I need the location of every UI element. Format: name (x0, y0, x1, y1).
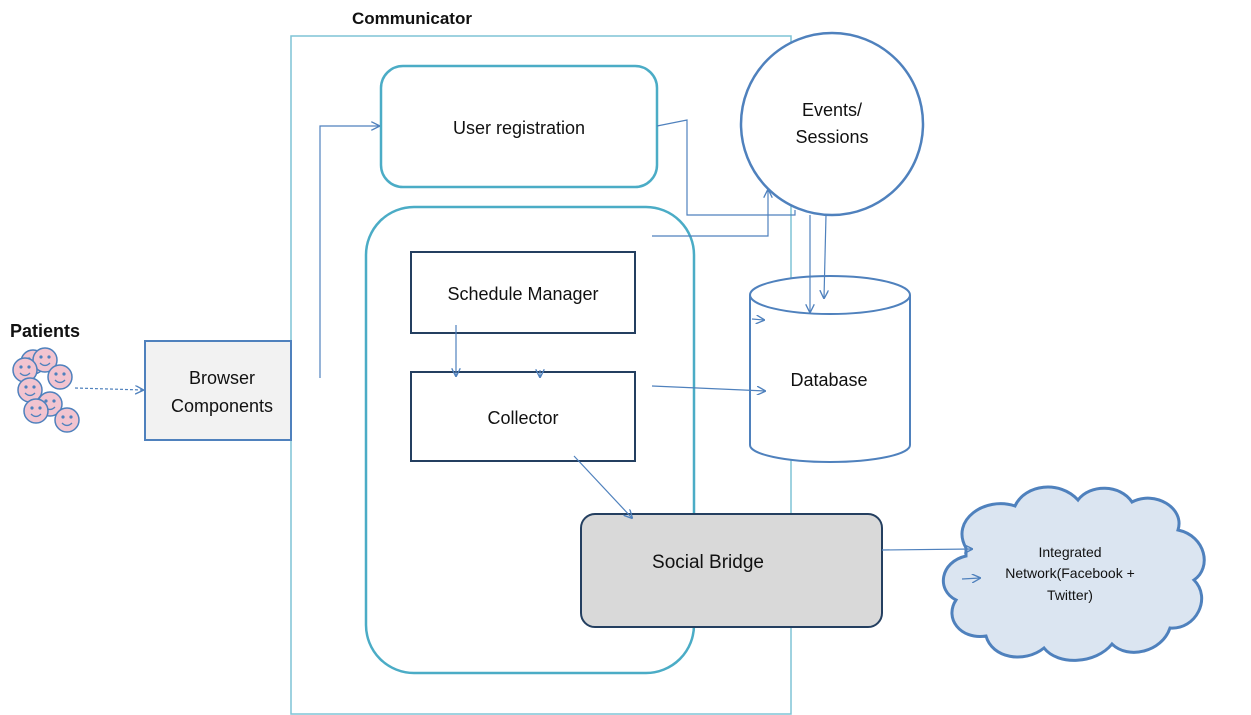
arrow-patients-to-browser (74, 388, 143, 390)
social-bridge-label: Social Bridge (652, 552, 764, 573)
user-registration-label: User registration (453, 118, 585, 138)
communicator-title: Communicator (352, 9, 472, 28)
patient-face (17, 377, 43, 403)
patients-group-icon (12, 347, 80, 433)
patient-face (54, 407, 80, 433)
events-sessions-circle (739, 31, 925, 217)
arrow-social-bridge-to-cloud (881, 549, 972, 550)
database-cylinder (749, 275, 911, 463)
arrow-browser-to-registration (319, 126, 379, 378)
patient-face (32, 347, 58, 373)
integrated-network-cloud (941, 485, 1206, 662)
patient-face (23, 398, 49, 424)
collector-label: Collector (487, 408, 558, 428)
arrow-collector-to-social-bridge (573, 455, 632, 518)
network-label-line1: Integrated (1038, 544, 1101, 560)
schedule-manager-label: Schedule Manager (447, 284, 598, 304)
arrow-collector-to-database (651, 385, 765, 391)
patient-face (47, 364, 73, 390)
patients-label: Patients (10, 321, 80, 341)
events-label-line2: Sessions (795, 127, 868, 147)
arrow-events-to-database-b (824, 214, 826, 298)
arrow-to-database-top (751, 319, 764, 320)
events-label-line1: Events/ (802, 100, 862, 120)
user-registration-box (379, 64, 659, 189)
line-registration-to-events (656, 119, 796, 216)
network-label-line2: Network(Facebook + (1005, 565, 1135, 581)
schedule-manager-box (410, 251, 636, 334)
database-label: Database (790, 370, 867, 390)
browser-label-line1: Browser (189, 368, 255, 388)
network-label-line3: Twitter) (1047, 587, 1093, 603)
browser-label-line2: Components (171, 396, 273, 416)
connectors (74, 119, 980, 579)
browser-components-box (144, 340, 292, 441)
arrow-inner-to-events (652, 190, 768, 237)
collector-box (410, 371, 636, 462)
social-bridge-box (580, 513, 883, 628)
arrow-inside-cloud (961, 578, 980, 579)
